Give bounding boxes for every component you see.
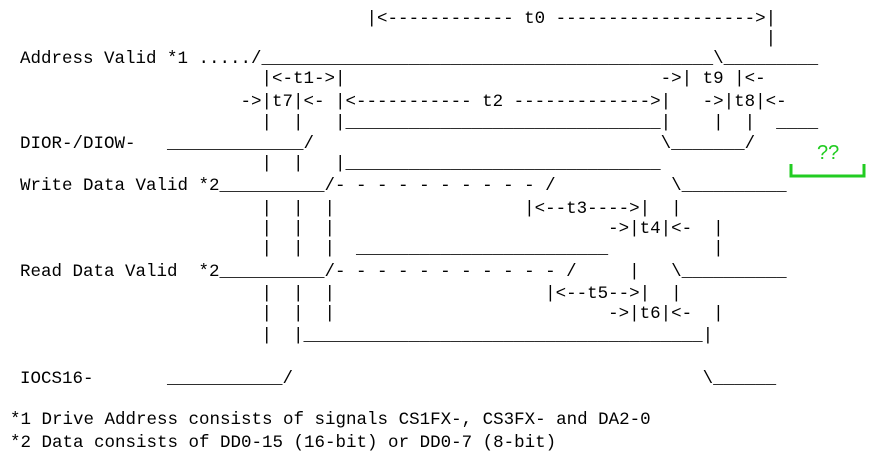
diagram-line: | |_____________________________________… (20, 326, 713, 346)
diagram-line: | | | |<--t3---->| | (20, 199, 682, 219)
unknown-timing-highlight: ?? (789, 142, 866, 178)
diagram-line: *1 Drive Address consists of signals CS1… (10, 410, 651, 430)
diagram-line: IOCS16- ___________/ \______ (20, 369, 777, 389)
diagram-line: Address Valid *1 ...../_________________… (20, 49, 819, 69)
diagram-line: | | | |<--t5-->| | (20, 284, 682, 304)
unknown-timing-label: ?? (817, 142, 839, 164)
diagram-line: | (20, 29, 776, 49)
diagram-line: | | |______________________________| | |… (20, 113, 819, 133)
diagram-line: | | | ->|t6|<- | (20, 304, 724, 324)
diagram-line: |<------------ t0 ------------------->| (20, 9, 776, 29)
highlight-bracket (789, 164, 866, 178)
diagram-line: *2 Data consists of DD0-15 (16-bit) or D… (10, 433, 556, 453)
diagram-line: |<-t1->| ->| t9 |<- (20, 69, 766, 89)
diagram-text-lines: |<------------ t0 ------------------->| … (10, 9, 819, 453)
diagram-line: Write Data Valid *2__________/- - - - - … (20, 176, 787, 196)
diagram-line: ->|t7|<- |<----------- t2 ------------->… (20, 92, 787, 112)
diagram-line: | | | ________________________ | (20, 239, 724, 259)
diagram-line: DIOR-/DIOW- _____________/ \_______/ (20, 134, 755, 154)
diagram-line: | | |______________________________ (20, 154, 661, 174)
diagram-line: | | | ->|t4|<- | (20, 219, 724, 239)
diagram-line: Read Data Valid *2__________/- - - - - -… (20, 262, 787, 282)
